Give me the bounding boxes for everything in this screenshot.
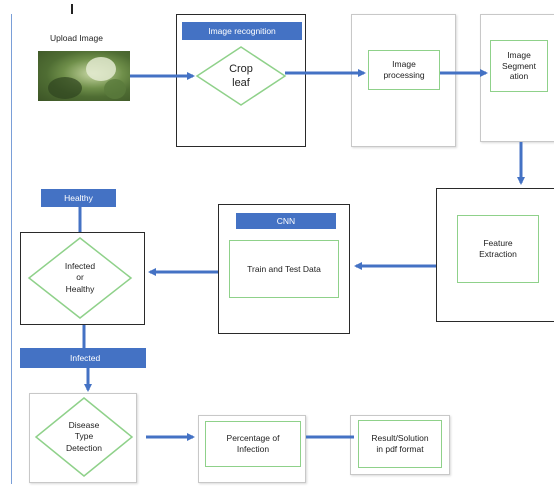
image-segmentation-box: Image Segment ation (490, 40, 548, 92)
left-border-line (11, 14, 12, 484)
disease-detection-label: Disease Type Detection (66, 420, 102, 453)
feature-extraction-box: Feature Extraction (457, 215, 539, 283)
percentage-box: Percentage of Infection (205, 421, 301, 467)
image-processing-box: Image processing (368, 50, 440, 90)
health-check-diamond (27, 237, 133, 319)
image-recognition-header: Image recognition (182, 22, 302, 40)
train-test-box: Train and Test Data (229, 240, 339, 298)
disease-detection-diamond (34, 397, 134, 477)
healthy-bar: Healthy (41, 189, 116, 207)
result-box: Result/Solution in pdf format (358, 420, 442, 468)
leaf-image[interactable] (38, 51, 130, 101)
infected-bar: Infected (20, 348, 146, 368)
cnn-header: CNN (236, 213, 336, 229)
crop-leaf-label: Crop leaf (229, 62, 253, 89)
upload-image-label: Upload Image (50, 33, 103, 43)
crop-leaf-diamond (195, 46, 287, 106)
health-check-label: Infected or Healthy (64, 261, 96, 294)
top-tick (71, 4, 73, 14)
